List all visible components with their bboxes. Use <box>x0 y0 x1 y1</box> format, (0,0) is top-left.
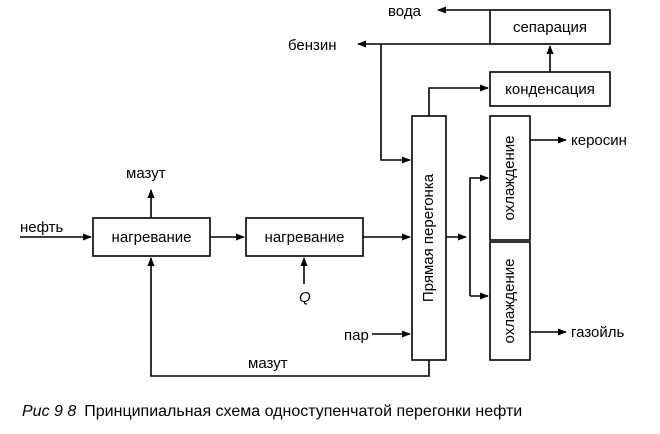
block-distillation-column: Прямая перегонка <box>411 115 447 361</box>
flow-lines <box>20 6 567 377</box>
block-cooling-bottom-label: охлаждение <box>501 259 518 344</box>
arrow-to-cooling-top <box>469 174 489 296</box>
stream-crude-oil-label: нефть <box>20 219 64 236</box>
block-cooling-bottom: охлаждение <box>489 241 531 361</box>
arrow-gasoline-reflux <box>380 44 411 164</box>
block-heating-2-label: нагревание <box>265 229 345 246</box>
figure-caption: Рис 9 8 Принципиальная схема одноступенча… <box>22 403 522 420</box>
block-heating-2: нагревание <box>245 217 364 257</box>
stream-heat-label: Q <box>299 289 311 306</box>
stream-gasoline-label: бензин <box>288 37 337 54</box>
block-separation-label: сепарация <box>513 19 587 36</box>
block-heating-1-label: нагревание <box>112 229 192 246</box>
stream-fuel-oil-bottom-label: мазут <box>248 355 288 372</box>
stream-kerosene-label: керосин <box>571 132 627 149</box>
block-separation: сепарация <box>489 9 611 45</box>
block-heating-1: нагревание <box>92 217 211 257</box>
figure-caption-number: Рис 9 8 <box>22 403 76 420</box>
block-condensation-label: конденсация <box>505 81 595 98</box>
arrow-column-to-condensation <box>428 84 489 116</box>
stream-water-label: вода <box>388 3 422 20</box>
block-distillation-label: Прямая перегонка <box>420 173 437 302</box>
block-cooling-top-label: охлаждение <box>501 136 518 221</box>
block-cooling-top: охлаждение <box>489 115 531 241</box>
stream-gas-oil-label: газойль <box>571 324 624 341</box>
arrow-fuel-oil-recycle <box>147 257 430 377</box>
block-condensation: конденсация <box>489 71 611 107</box>
stream-fuel-oil-top-label: мазут <box>126 165 166 182</box>
figure-caption-text: Принципиальная схема одноступенчатой пер… <box>84 403 522 420</box>
stream-steam-label: пар <box>344 327 369 344</box>
